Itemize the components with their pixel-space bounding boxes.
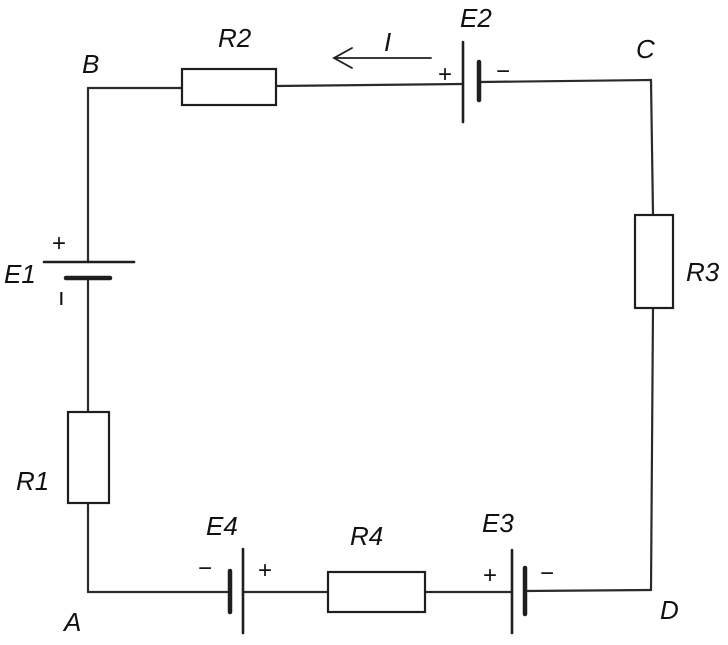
current-label: I [384,27,391,57]
source-label-e1: E1 [4,259,36,289]
node-label-a: A [62,607,81,637]
e2-minus-sign: − [496,58,510,85]
e4-plus-sign: + [258,557,272,584]
e3-minus-sign: − [540,560,554,587]
e4-minus-sign: − [198,555,212,582]
node-label-c: C [636,34,655,64]
resistor-r2 [180,67,278,107]
resistor-r3 [633,213,675,310]
resistor-r1 [66,410,111,505]
resistor-r4 [326,570,427,614]
wire-r3-d [649,306,655,592]
current-arrow [332,47,432,69]
source-e1 [42,260,136,281]
e2-plus-sign: + [438,61,452,88]
circuit-wires [86,78,655,594]
source-e4 [227,547,245,635]
wire-r2-e2 [274,82,464,88]
wire-c-r3 [649,78,655,217]
source-e2 [461,40,482,124]
source-e3 [510,548,528,635]
wire-e2-c [478,78,653,84]
wire-e3-d [523,588,653,593]
source-label-e3: E3 [482,508,514,538]
resistor-label-r1: R1 [16,466,49,496]
source-label-e4: E4 [206,511,238,541]
resistor-label-r4: R4 [350,521,383,551]
current-arrow-head [332,47,353,69]
source-label-e2: E2 [460,3,492,33]
e1-plus-sign: + [52,230,66,257]
e1-minus-sign: ı [58,284,65,311]
e3-plus-sign: + [483,562,497,589]
node-label-b: B [82,49,99,79]
resistor-label-r3: R3 [686,257,720,287]
node-label-d: D [660,595,679,625]
resistor-label-r2: R2 [218,23,252,53]
